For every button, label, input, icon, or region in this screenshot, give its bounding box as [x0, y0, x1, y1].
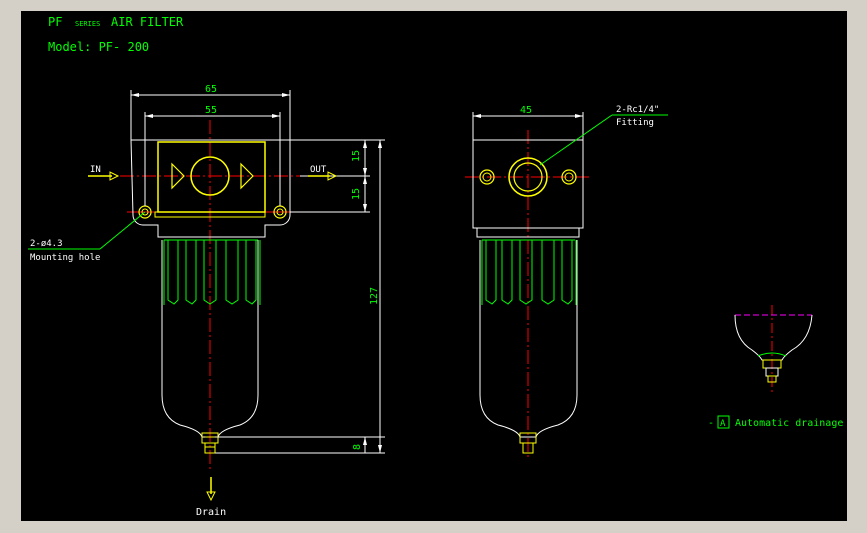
title-suffix: AIR FILTER — [111, 15, 184, 29]
side-bowl — [479, 240, 578, 438]
front-head-face — [157, 141, 266, 213]
mount-spec-text: 2-ø4.3 — [30, 239, 63, 249]
flow-arrow-right — [240, 162, 254, 190]
side-port-inner — [513, 162, 543, 192]
mount-leader — [99, 211, 146, 250]
side-view: 45 2-Rc1/4" Fitting — [465, 105, 668, 460]
detail-view: - A Automatic drainage — [708, 305, 843, 429]
front-port-circle — [190, 156, 230, 196]
out-arrow-head — [327, 171, 338, 181]
side-port-outer — [508, 157, 548, 197]
side-left-hole — [479, 169, 495, 185]
front-bowl-guard — [163, 239, 261, 305]
dim-65-line — [130, 90, 291, 140]
side-drain-stem — [522, 442, 534, 454]
fitting-spec-text: 2-Rc1/4" — [616, 105, 659, 115]
dim-8-text: 8 — [352, 444, 363, 450]
dim-15-bottom-text: 15 — [351, 188, 362, 200]
drain-arrow-head — [206, 491, 216, 502]
front-head-body — [130, 139, 291, 238]
drawing-canvas[interactable] — [21, 11, 847, 521]
fitting-label-text: Fitting — [616, 118, 654, 128]
dim-45-text: 45 — [520, 105, 532, 116]
front-view: 65 55 15 15 127 8 — [28, 84, 385, 518]
dim-127-text: 127 — [369, 287, 380, 305]
dim-15-top-text: 15 — [351, 150, 362, 162]
front-drain-stem — [204, 442, 216, 454]
detail-label: Automatic drainage — [735, 418, 843, 429]
detail-tag-box — [717, 415, 730, 429]
dim-55-line — [144, 112, 281, 206]
left-mount-hole-inner — [141, 208, 149, 216]
in-label: IN — [90, 165, 101, 175]
front-head-ledge — [154, 211, 266, 218]
right-mount-hole-inner — [276, 208, 284, 216]
detail-drain-tip — [767, 375, 777, 383]
flow-arrow-left — [171, 162, 185, 190]
side-right-hole-inner — [564, 172, 574, 182]
side-head-ledge — [476, 227, 580, 238]
detail-inner-curve — [757, 352, 787, 357]
detail-marker: - — [708, 418, 714, 429]
dim-55-text: 55 — [205, 105, 217, 116]
side-bowl-guard — [481, 239, 577, 305]
out-label: OUT — [310, 165, 327, 175]
title-prefix: PF — [48, 15, 62, 29]
fitting-leader — [539, 114, 613, 166]
title-series: SERIES — [75, 20, 100, 28]
drain-label: Drain — [196, 507, 226, 518]
mount-label-text: Mounting hole — [30, 253, 100, 263]
model-label: Model: PF- 200 — [48, 40, 149, 54]
dim-65-text: 65 — [205, 84, 217, 95]
side-right-hole — [561, 169, 577, 185]
in-arrow-head — [109, 171, 120, 181]
detail-tag: A — [720, 419, 726, 429]
side-left-hole-inner — [482, 172, 492, 182]
